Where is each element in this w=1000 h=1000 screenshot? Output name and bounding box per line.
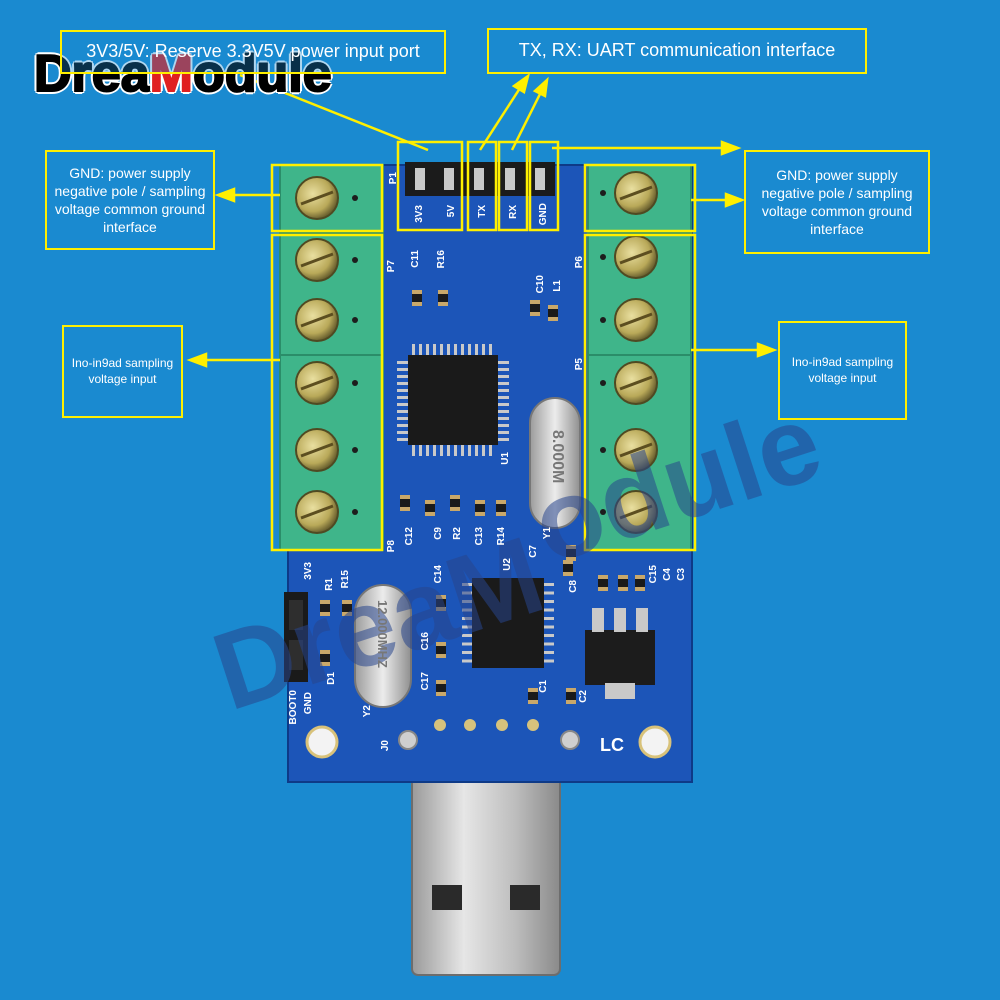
silk-ref-c3: C3 <box>676 568 687 581</box>
brand-logo: DreaModule <box>33 44 333 104</box>
silk-p1: P1 <box>388 172 399 185</box>
silk-ref-3v3: 3V3 <box>303 562 314 580</box>
silk-pin-gnd: GND <box>538 203 549 226</box>
silk-ref-y1: Y1 <box>542 527 553 540</box>
silk-ref-c15: C15 <box>648 565 659 584</box>
silk-ref-r2: R2 <box>452 527 463 540</box>
silk-ref-c17: C17 <box>420 672 431 691</box>
smd-part <box>425 500 435 516</box>
silk-ref-c14: C14 <box>433 565 444 584</box>
terminal-screw <box>600 490 658 534</box>
terminal-screw <box>295 428 358 472</box>
smd-part <box>450 495 460 511</box>
terminal-screw <box>600 298 658 342</box>
silk-pin-5v: 5V <box>446 205 457 218</box>
silk-pin-3v3: 3V3 <box>414 205 425 223</box>
silk-ref-y2: Y2 <box>362 705 373 718</box>
callout-power-port: 3V3/5V: Reserve 3.3V5V power input port <box>60 30 446 74</box>
silk-lc-mark: LC <box>600 735 624 755</box>
silk-ref-r16: R16 <box>436 250 447 269</box>
crystal-y2 <box>354 584 412 708</box>
smd-components <box>320 290 645 704</box>
smd-part <box>436 595 446 611</box>
silk-ref-c2: C2 <box>578 690 589 703</box>
terminal-screw <box>600 428 658 472</box>
silk-ref-c7: C7 <box>528 545 539 558</box>
silk-ref-r15: R15 <box>340 570 351 589</box>
terminal-screw <box>295 176 358 220</box>
smd-part <box>548 305 558 321</box>
silk-p5: P5 <box>574 358 585 371</box>
silk-ref-c16: C16 <box>420 632 431 651</box>
terminal-screw <box>295 361 358 405</box>
terminal-screw <box>295 490 358 534</box>
silk-ref-l1: L1 <box>552 280 563 292</box>
silk-p6: P6 <box>574 256 585 269</box>
silk-ref-c10: C10 <box>535 275 546 294</box>
silk-ref-u1: U1 <box>500 452 511 465</box>
terminal-screw <box>295 238 358 282</box>
silk-ref-u2: U2 <box>502 558 513 571</box>
terminal-screw <box>600 361 658 405</box>
terminal-highlight-boxes <box>270 140 697 552</box>
silk-p7: P7 <box>386 260 397 273</box>
smd-part <box>475 500 485 516</box>
terminal-block-left <box>279 164 384 551</box>
smd-part <box>566 545 576 561</box>
voltage-regulator <box>585 608 655 699</box>
smd-part <box>320 650 330 666</box>
silk-ref-r14: R14 <box>496 527 507 546</box>
crystal-y1 <box>529 397 581 529</box>
smd-part <box>438 290 448 306</box>
callout-input-right: Ino-in9ad sampling voltage input <box>778 321 907 420</box>
silk-ref-c1: C1 <box>538 680 549 693</box>
smd-part <box>436 680 446 696</box>
silk-ref-c13: C13 <box>474 527 485 546</box>
terminal-screw <box>295 298 358 342</box>
silk-crystal-y1: 8.000M <box>549 430 566 484</box>
smd-part <box>530 300 540 316</box>
silk-ref-c4: C4 <box>662 568 673 581</box>
callout-gnd-right: GND: power supply negative pole / sampli… <box>744 150 930 254</box>
smd-part <box>635 575 645 591</box>
silk-ref-d1: D1 <box>326 672 337 685</box>
smd-part <box>528 688 538 704</box>
silk-ref-c11: C11 <box>410 250 421 268</box>
boot-jumper <box>284 592 308 682</box>
smd-part <box>566 688 576 704</box>
smd-part <box>400 495 410 511</box>
callout-gnd-left: GND: power supply negative pole / sampli… <box>45 150 215 250</box>
smd-part <box>412 290 422 306</box>
silk-ref-c8: C8 <box>568 580 579 593</box>
smd-part <box>496 500 506 516</box>
mcu-chip <box>397 344 509 456</box>
smd-part <box>342 600 352 616</box>
smd-part <box>436 642 446 658</box>
silk-pin-rx: RX <box>508 205 519 219</box>
silk-crystal-y2: 12.000MHZ <box>375 600 390 668</box>
annotation-arrows <box>186 73 778 368</box>
silk-boot0: BOOT0 <box>288 690 299 725</box>
silk-p8: P8 <box>386 540 397 553</box>
silk-ref-c9: C9 <box>433 527 444 540</box>
usb-plug <box>411 729 561 976</box>
silk-ref-c12: C12 <box>404 527 415 546</box>
silk-ref-r1: R1 <box>324 578 335 591</box>
usb-controller-chip <box>462 578 554 668</box>
callout-input-left: Ino-in9ad sampling voltage input <box>62 325 183 418</box>
smd-part <box>320 600 330 616</box>
smd-part <box>598 575 608 591</box>
smd-part <box>618 575 628 591</box>
terminal-screw <box>600 171 658 215</box>
silk-ref-j0: J0 <box>380 740 391 752</box>
callout-uart: TX, RX: UART communication interface <box>487 28 867 74</box>
silk-pin-tx: TX <box>477 205 488 218</box>
pin-header <box>405 162 555 196</box>
silk-gnd-boot: GND <box>303 692 314 715</box>
smd-part <box>563 560 573 576</box>
